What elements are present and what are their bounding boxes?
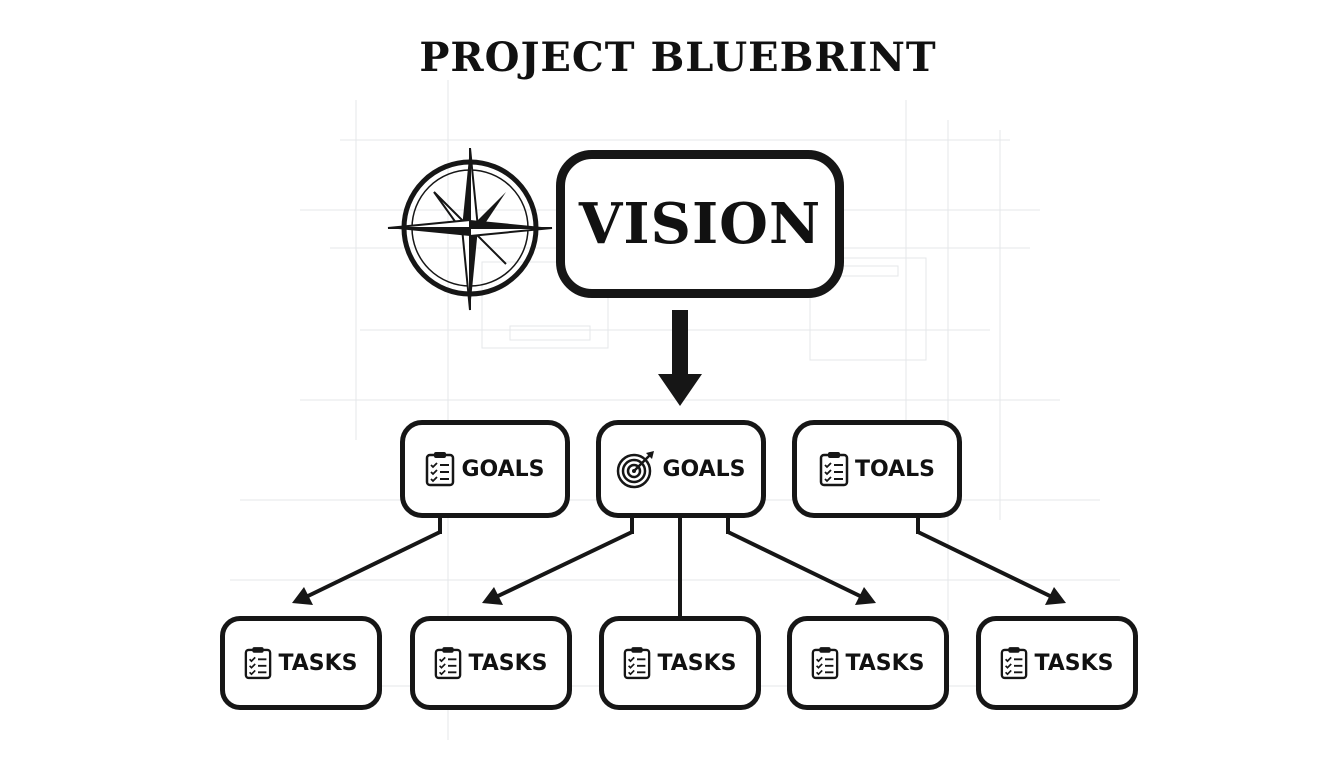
clipboard-checklist-icon: [623, 646, 651, 680]
target-arrow-icon: [616, 449, 656, 489]
task-box-2: TASKS: [410, 616, 572, 710]
vision-to-goals-arrow: [658, 310, 702, 406]
goal-box-2: GOALS: [596, 420, 766, 518]
task-label: TASKS: [1034, 650, 1114, 676]
task-box-3: TASKS: [599, 616, 761, 710]
clipboard-checklist-icon: [819, 451, 849, 487]
connector-arrowheads: [292, 587, 1066, 605]
clipboard-checklist-icon: [1000, 646, 1028, 680]
task-label: TASKS: [657, 650, 737, 676]
compass-rose-icon: [386, 147, 556, 318]
clipboard-checklist-icon: [434, 646, 462, 680]
clipboard-checklist-icon: [425, 451, 455, 487]
clipboard-checklist-icon: [811, 646, 839, 680]
task-label: TASKS: [468, 650, 548, 676]
task-label: TASKS: [278, 650, 358, 676]
vision-box: VISION: [556, 150, 844, 298]
task-box-4: TASKS: [787, 616, 949, 710]
goal-box-3: TOALS: [792, 420, 962, 518]
clipboard-checklist-icon: [244, 646, 272, 680]
goal-label: TOALS: [854, 456, 935, 482]
goal-label: GOALS: [461, 456, 545, 482]
goal-label: GOALS: [662, 456, 746, 482]
task-box-5: TASKS: [976, 616, 1138, 710]
diagram-title: PROJECT BLUEBRINT: [419, 34, 937, 81]
goal-box-1: GOALS: [400, 420, 570, 518]
goal-to-task-connectors: [307, 518, 1051, 616]
task-box-1: TASKS: [220, 616, 382, 710]
goal-stems: [438, 518, 920, 534]
vision-label: VISION: [578, 191, 822, 257]
task-label: TASKS: [845, 650, 925, 676]
